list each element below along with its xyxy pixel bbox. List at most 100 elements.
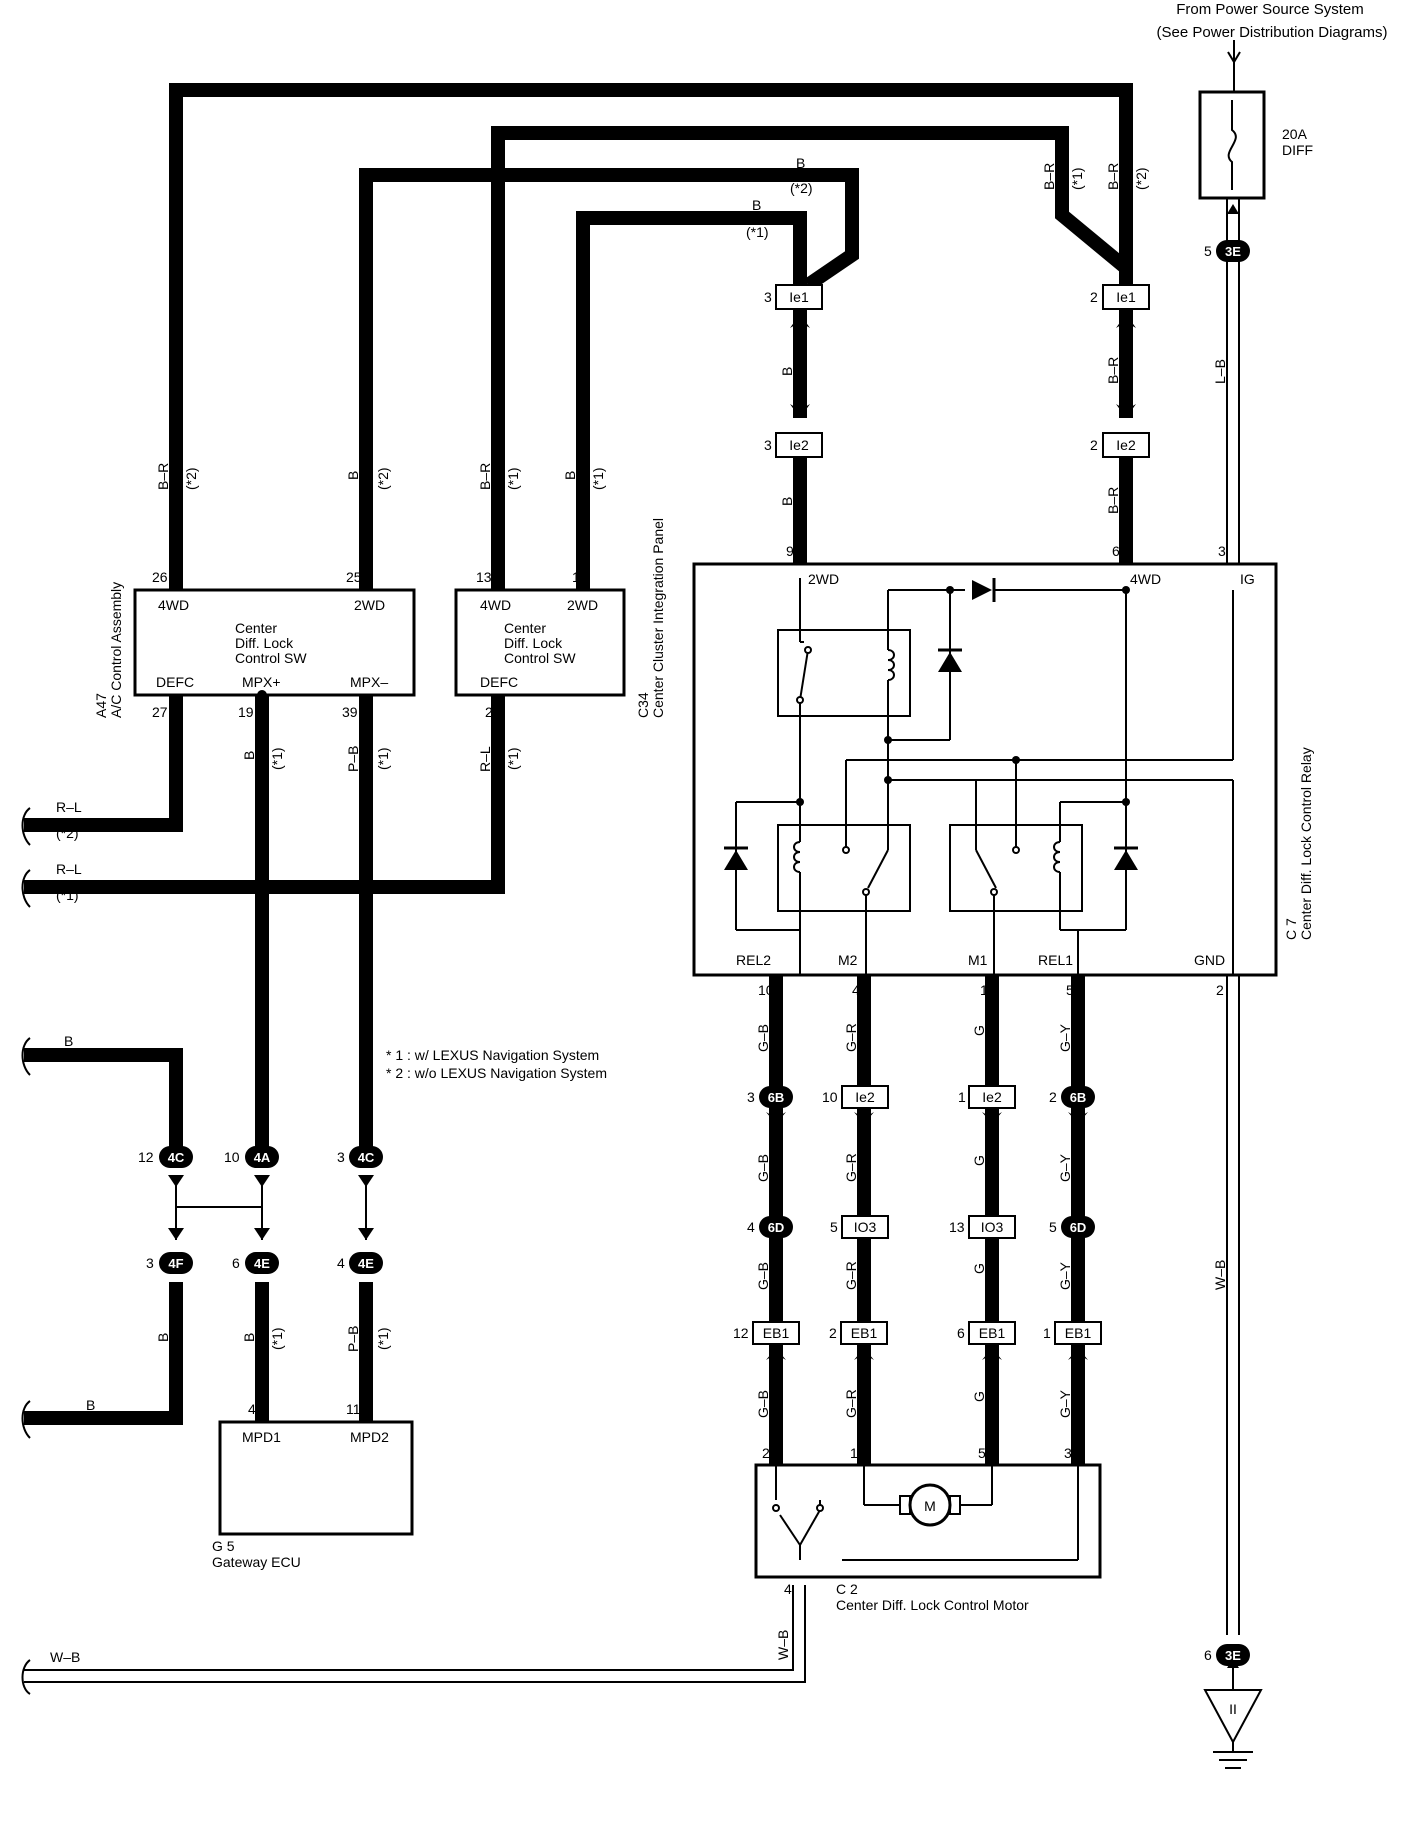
c34-pin-defc: DEFC [480, 674, 518, 690]
svg-text:B: B [86, 1397, 95, 1413]
c2-num-2: 2 [762, 1445, 770, 1461]
connector-ie2-10: Ie2 10 [822, 1085, 889, 1109]
a47-title-2: Diff. Lock [235, 635, 294, 651]
fuse-name: DIFF [1282, 142, 1313, 158]
c7-num-6: 6 [1112, 543, 1120, 559]
c7-internal-circuit [735, 578, 1234, 975]
svg-text:B: B [155, 1333, 171, 1342]
a47-pin-2wd: 2WD [354, 597, 385, 613]
svg-text:G–R: G–R [843, 1261, 859, 1290]
svg-text:B–R: B–R [1105, 163, 1121, 190]
a47-num-25: 25 [346, 569, 362, 585]
svg-text:B: B [345, 471, 361, 480]
svg-text:5: 5 [1049, 1219, 1057, 1235]
wire-color-labels: B–R (*2) B (*2) B–R (*1) B (*1) B (*2) B… [50, 155, 1228, 1665]
connector-3e-bottom: 3E 6 [1204, 1644, 1250, 1666]
c34-pin-4wd: 4WD [480, 597, 511, 613]
svg-text:B: B [64, 1033, 73, 1049]
connector-4c-3: 4C 3 [337, 1146, 383, 1168]
g5-pin-mpd2: MPD2 [350, 1429, 389, 1445]
wire-b-a47-2wd [359, 168, 859, 590]
g5-gateway-box [218, 1420, 414, 1536]
c34-name: Center Cluster Integration Panel [650, 518, 666, 718]
svg-text:IO3: IO3 [981, 1219, 1004, 1235]
c2-name: Center Diff. Lock Control Motor [836, 1597, 1029, 1613]
wire-r-l-a47-defc [24, 695, 183, 832]
svg-text:(*1): (*1) [375, 747, 391, 770]
svg-text:Ie2: Ie2 [1116, 437, 1136, 453]
wire-break-3 [21, 1037, 31, 1076]
connector-eb1-6: EB1 6 [957, 1321, 1016, 1345]
connector-6d-4: 6D 4 [747, 1216, 793, 1238]
svg-text:(*2): (*2) [375, 467, 391, 490]
svg-text:G–Y: G–Y [1057, 1023, 1073, 1052]
c7-name: Center Diff. Lock Control Relay [1298, 747, 1314, 940]
c2-num-3: 3 [1064, 1445, 1072, 1461]
svg-text:4C: 4C [168, 1150, 185, 1165]
svg-text:6D: 6D [768, 1220, 785, 1235]
c7-pin-m1: M1 [968, 952, 988, 968]
svg-text:3: 3 [146, 1255, 154, 1271]
note-2: * 2 : w/o LEXUS Navigation System [386, 1065, 607, 1081]
svg-text:EB1: EB1 [763, 1325, 790, 1341]
svg-text:(*1): (*1) [505, 467, 521, 490]
c7-num-5: 5 [1066, 982, 1074, 998]
c34-title-3: Control SW [504, 650, 576, 666]
svg-text:B: B [752, 197, 761, 213]
svg-text:G–Y: G–Y [1057, 1153, 1073, 1182]
c7-pin-rel1: REL1 [1038, 952, 1073, 968]
svg-text:(*2): (*2) [790, 180, 813, 196]
svg-text:B–R: B–R [155, 463, 171, 490]
svg-text:II: II [1229, 1701, 1237, 1717]
a47-pin-mpx-minus: MPX– [350, 674, 388, 690]
c7-num-1: 1 [980, 982, 988, 998]
ground-icon: II [1203, 1668, 1263, 1769]
svg-text:P–B: P–B [345, 1326, 361, 1352]
svg-text:2: 2 [1090, 437, 1098, 453]
svg-text:EB1: EB1 [979, 1325, 1006, 1341]
svg-text:L–B: L–B [1212, 359, 1228, 384]
connector-io3-13: IO3 13 [949, 1215, 1016, 1239]
c7-pin-2wd: 2WD [808, 571, 839, 587]
connector-ie2-3: Ie2 3 [764, 432, 823, 458]
c34-pin-2wd: 2WD [567, 597, 598, 613]
a47-code: A47 [93, 693, 109, 718]
svg-text:2: 2 [829, 1325, 837, 1341]
svg-text:4A: 4A [254, 1150, 271, 1165]
svg-text:6: 6 [232, 1255, 240, 1271]
wire-b-c34-2wd [576, 211, 807, 590]
power-source-sublabel: (See Power Distribution Diagrams) [1157, 24, 1388, 41]
wire-b-r-c34-4wd [491, 126, 1131, 590]
connector-arrows-right [766, 1112, 1239, 1668]
svg-text:12: 12 [733, 1325, 749, 1341]
svg-text:W–B: W–B [50, 1649, 80, 1665]
c7-num-10: 10 [758, 982, 774, 998]
c34-code: C34 [635, 692, 651, 718]
svg-text:B–R: B–R [477, 463, 493, 490]
svg-text:3: 3 [764, 437, 772, 453]
fuse-rating: 20A [1282, 126, 1308, 142]
svg-text:(*2): (*2) [56, 825, 79, 841]
svg-text:G–Y: G–Y [1057, 1261, 1073, 1290]
c7-relay-box [692, 562, 1278, 977]
connector-4e-6: 4E 6 [232, 1252, 279, 1274]
c34-num-2: 2 [485, 704, 493, 720]
c7-num-4: 4 [852, 982, 860, 998]
svg-text:EB1: EB1 [851, 1325, 878, 1341]
c2-internal-circuit [775, 1465, 1079, 1561]
c7-pin-rel2: REL2 [736, 952, 771, 968]
svg-text:6: 6 [957, 1325, 965, 1341]
svg-text:4E: 4E [358, 1256, 374, 1271]
wire-r-l-c34-defc [24, 695, 505, 894]
c7-diodes [724, 578, 1138, 896]
c7-num-3: 3 [1218, 543, 1226, 559]
svg-text:G–B: G–B [755, 1024, 771, 1052]
svg-text:G–B: G–B [755, 1262, 771, 1290]
svg-text:B: B [779, 497, 795, 506]
splice-dot-mpx [257, 690, 267, 700]
svg-text:B–R: B–R [1105, 487, 1121, 514]
svg-text:2: 2 [1049, 1089, 1057, 1105]
wire-b-r-a47-4wd [169, 83, 1133, 590]
a47-num-39: 39 [342, 704, 358, 720]
c2-num-1: 1 [850, 1445, 858, 1461]
